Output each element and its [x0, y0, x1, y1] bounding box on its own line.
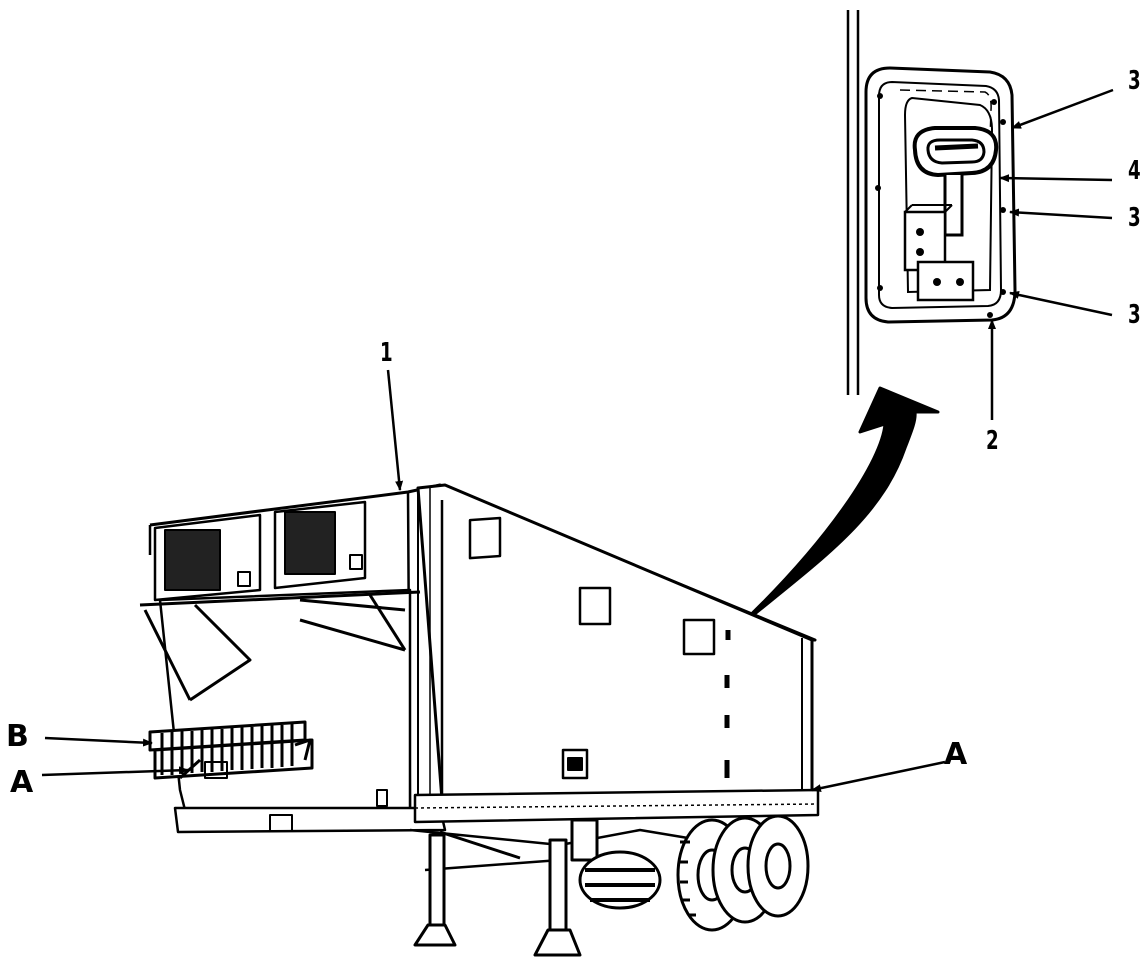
callout-b: B: [6, 719, 29, 754]
shelter-trailer: [139, 483, 820, 957]
callout-2: 2: [986, 426, 999, 456]
rear-wheels: [676, 814, 810, 932]
spare-tire: [578, 850, 662, 910]
callout-1: 1: [380, 338, 393, 368]
callout-3-top: 3: [1128, 66, 1141, 96]
callout-4: 4: [1128, 156, 1141, 186]
callout-a-left: A: [10, 765, 34, 800]
detail-leaders: [988, 88, 1114, 420]
detail-wall-edge: [846, 10, 860, 395]
air-conditioner-units: [153, 500, 367, 602]
ladder-b: [148, 720, 314, 780]
callout-3-middle: 3: [1128, 203, 1141, 233]
callout-a-right: A: [944, 737, 968, 772]
side-slots: [724, 630, 731, 778]
detail-pointer-arrow: [733, 386, 940, 632]
landing-legs: [413, 818, 599, 957]
ac-support-brackets: [139, 590, 421, 702]
plate-screws: [875, 93, 1006, 318]
main-leaders: [41, 369, 946, 793]
recessed-handle-plate: [864, 66, 1017, 324]
callout-3-bottom: 3: [1128, 300, 1141, 330]
